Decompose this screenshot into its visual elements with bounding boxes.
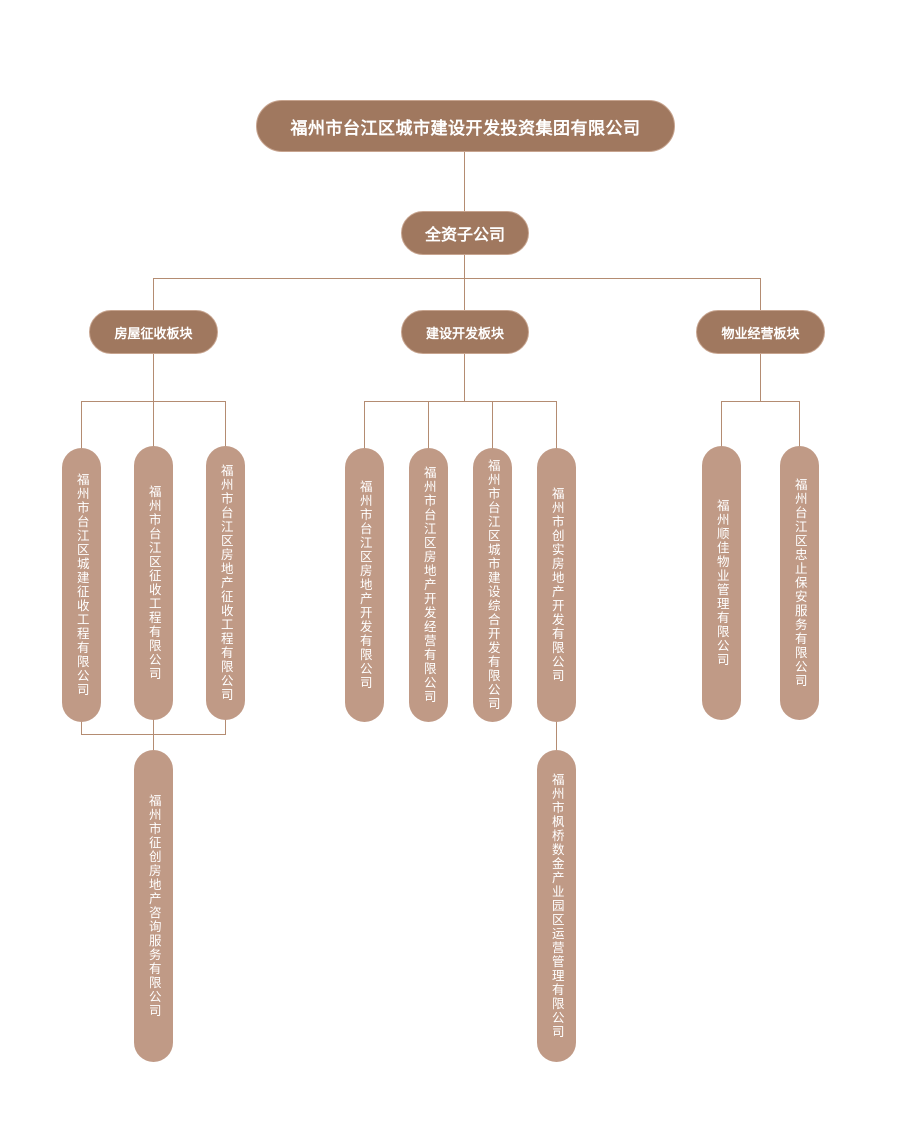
company-node: 福州顺佳物业管理有限公司 <box>702 446 741 720</box>
company-node: 福州市台江区房地产开发经营有限公司 <box>409 448 448 722</box>
connector-s2-c2 <box>428 401 429 449</box>
connector-s1-c1 <box>81 401 82 449</box>
company-node: 福州台江区忠止保安服务有限公司 <box>780 446 819 720</box>
company-node: 福州市台江区房地产征收工程有限公司 <box>206 446 245 720</box>
section-label: 房屋征收板块 <box>114 326 193 342</box>
connector-section-2-bus <box>364 401 557 402</box>
company-label: 福州市创实房地产开发有限公司 <box>549 487 565 683</box>
connector-s2-c1 <box>364 401 365 449</box>
connector-root-to-level1 <box>464 151 465 211</box>
connector-to-section-3 <box>760 278 761 310</box>
company-node: 福州市创实房地产开发有限公司 <box>537 448 576 722</box>
company-label: 福州市台江区城建征收工程有限公司 <box>74 473 90 697</box>
company-node: 福州市台江区征收工程有限公司 <box>134 446 173 720</box>
connector-level1-down <box>464 254 465 278</box>
company-label: 福州市征创房地产咨询服务有限公司 <box>146 794 162 1018</box>
company-label: 福州市台江区房地产征收工程有限公司 <box>218 464 234 702</box>
connector-section-3-bus <box>721 401 800 402</box>
connector-s3-c2 <box>799 401 800 447</box>
wholly-owned-subsidiaries-node: 全资子公司 <box>401 211 529 255</box>
connector-s1-c2 <box>153 401 154 447</box>
subsidiary-company-node: 福州市枫桥数金产业园区运营管理有限公司 <box>537 750 576 1062</box>
connector-section-2-down <box>464 353 465 401</box>
connector-s2-to-subsidiary <box>556 720 557 750</box>
company-node: 福州市台江区房地产开发有限公司 <box>345 448 384 722</box>
connector-s1-c3 <box>225 401 226 447</box>
company-label: 福州市台江区房地产开发经营有限公司 <box>421 466 437 704</box>
wholly-owned-label: 全资子公司 <box>424 225 505 244</box>
section-node-property-management: 物业经营板块 <box>696 310 825 354</box>
connector-s1-to-subsidiary <box>153 718 154 750</box>
connector-s1-bottom-left <box>81 720 82 734</box>
company-label: 福州市台江区征收工程有限公司 <box>146 485 162 681</box>
section-node-construction-development: 建设开发板块 <box>401 310 529 354</box>
connector-to-section-1 <box>153 278 154 310</box>
company-label: 福州市枫桥数金产业园区运营管理有限公司 <box>549 773 565 1039</box>
connector-section-3-down <box>760 353 761 401</box>
connector-s3-c1 <box>721 401 722 447</box>
connector-s1-bottom-right <box>225 718 226 734</box>
company-label: 福州市台江区城市建设综合开发有限公司 <box>485 459 501 711</box>
company-label: 福州台江区忠止保安服务有限公司 <box>792 478 808 688</box>
section-label: 物业经营板块 <box>721 326 800 342</box>
connector-section-1-down <box>153 353 154 401</box>
company-label: 福州市台江区房地产开发有限公司 <box>357 480 373 690</box>
company-node: 福州市台江区城市建设综合开发有限公司 <box>473 448 512 722</box>
root-company-label: 福州市台江区城市建设开发投资集团有限公司 <box>290 118 641 139</box>
subsidiary-company-node: 福州市征创房地产咨询服务有限公司 <box>134 750 173 1062</box>
company-label: 福州顺佳物业管理有限公司 <box>714 499 730 667</box>
company-node: 福州市台江区城建征收工程有限公司 <box>62 448 101 722</box>
connector-s2-c4 <box>556 401 557 449</box>
root-company-node: 福州市台江区城市建设开发投资集团有限公司 <box>256 100 675 152</box>
section-node-housing-expropriation: 房屋征收板块 <box>89 310 218 354</box>
section-label: 建设开发板块 <box>425 326 504 342</box>
connector-s2-c3 <box>492 401 493 449</box>
connector-to-section-2 <box>464 278 465 310</box>
connector-sections-bus <box>153 278 761 279</box>
